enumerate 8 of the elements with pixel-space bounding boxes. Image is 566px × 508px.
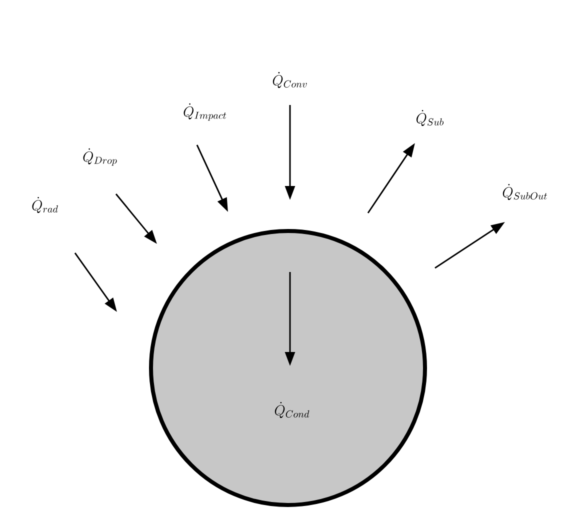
formula-label: $\dot{Q}_{Conv}$: [272, 72, 307, 88]
formula-label: $\dot{Q}_{Cond}$: [274, 402, 310, 418]
disc: [149, 229, 427, 507]
formula-label: $\dot{Q}_{SubOut}$: [502, 184, 547, 200]
formula-label: $\dot{Q}_{rad}$: [32, 196, 58, 213]
formula-label: $\dot{Q}_{Sub}$: [416, 110, 444, 126]
formula-label: $\dot{Q}_{Impact}$: [184, 103, 226, 121]
formula-label: $\dot{Q}_{Drop}$: [83, 148, 117, 166]
